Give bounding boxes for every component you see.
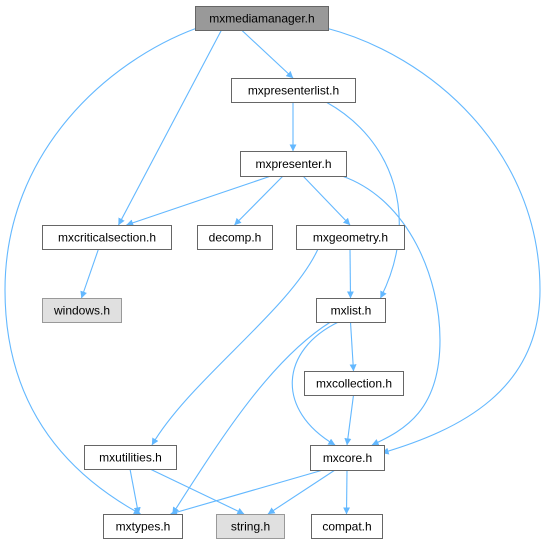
node-box: [311, 514, 383, 539]
node-label: mxpresenterlist.h: [248, 84, 339, 98]
node-box: [316, 298, 386, 323]
node-mxcollection[interactable]: mxcollection.h: [304, 371, 404, 396]
edge-line: [344, 394, 355, 446]
node-box: [103, 514, 183, 539]
node-box: [197, 225, 273, 250]
node-box: [304, 371, 404, 396]
node-box: [231, 78, 356, 103]
node-mxgeometry[interactable]: mxgeometry.h: [296, 225, 405, 250]
node-label: compat.h: [322, 520, 371, 534]
node-mxlist[interactable]: mxlist.h: [316, 298, 386, 323]
edge-line: [241, 29, 294, 79]
edge-line: [341, 175, 441, 446]
edge-line: [118, 29, 222, 226]
node-mxcriticalsection[interactable]: mxcriticalsection.h: [42, 225, 172, 250]
edge-mxpresenter-to-mxcriticalsection: [126, 175, 272, 227]
edge-mxpresenter-to-decomp: [234, 175, 284, 226]
node-mxpresenterlist[interactable]: mxpresenterlist.h: [231, 78, 356, 103]
edge-line: [325, 27, 541, 455]
edge-line: [151, 248, 319, 446]
node-mxutilities[interactable]: mxutilities.h: [84, 445, 177, 470]
edge-mxlist-to-mxcore: [291, 321, 339, 446]
node-windows[interactable]: windows.h: [42, 298, 122, 323]
edge-mxutilities-to-string: [149, 468, 245, 515]
edge-mxcore-to-string: [267, 469, 336, 515]
node-label: mxcollection.h: [316, 377, 392, 391]
node-box: [216, 514, 285, 539]
edge-line: [343, 469, 351, 515]
node-label: decomp.h: [209, 231, 262, 245]
edge-line: [170, 469, 324, 516]
edge-mxcriticalsection-to-windows: [80, 248, 100, 299]
edge-mxmediamanager-to-mxtypes: [4, 27, 198, 515]
edge-mxutilities-to-mxtypes: [129, 468, 141, 515]
node-label: string.h: [231, 520, 270, 534]
edge-line: [267, 469, 336, 515]
node-label: mxutilities.h: [99, 451, 162, 465]
edge-line: [149, 468, 245, 515]
node-box: [195, 6, 329, 31]
node-label: mxgeometry.h: [313, 231, 388, 245]
node-box: [84, 445, 177, 470]
node-box: [296, 225, 405, 250]
edge-line: [4, 27, 198, 515]
edge-mxgeometry-to-mxutilities: [151, 248, 319, 446]
node-box: [42, 298, 122, 323]
node-label: mxcriticalsection.h: [58, 231, 156, 245]
edge-mxpresenterlist-to-mxlist: [325, 101, 400, 299]
node-decomp[interactable]: decomp.h: [197, 225, 273, 250]
node-label: mxcore.h: [323, 451, 372, 465]
node-mxpresenter[interactable]: mxpresenter.h: [240, 151, 347, 177]
node-box: [42, 225, 172, 250]
node-label: mxtypes.h: [116, 520, 171, 534]
edge-mxcore-to-compat: [343, 469, 351, 515]
edge-line: [129, 468, 141, 515]
node-label: mxmediamanager.h: [209, 12, 314, 26]
node-label: mxpresenter.h: [255, 157, 331, 171]
edge-mxmediamanager-to-mxpresenterlist: [241, 29, 294, 79]
node-mxcore[interactable]: mxcore.h: [310, 445, 385, 471]
edge-line: [346, 248, 354, 299]
edge-mxcore-to-mxtypes: [170, 469, 324, 516]
edge-mxcollection-to-mxcore: [344, 394, 355, 446]
node-box: [240, 151, 347, 177]
node-compat[interactable]: compat.h: [311, 514, 383, 539]
nodes-layer: mxmediamanager.h mxpresenterlist.h mxprese…: [42, 6, 405, 539]
node-mxmediamanager[interactable]: mxmediamanager.h: [195, 6, 329, 31]
node-label: windows.h: [53, 304, 110, 318]
edge-mxmediamanager-to-mxcriticalsection: [118, 29, 222, 226]
node-string[interactable]: string.h: [216, 514, 285, 539]
edge-line: [234, 175, 284, 226]
edge-line: [172, 321, 331, 515]
node-label: mxlist.h: [331, 304, 372, 318]
edge-line: [80, 248, 100, 299]
edge-line: [126, 175, 272, 227]
edge-mxgeometry-to-mxlist: [346, 248, 354, 299]
edge-mxpresenter-to-mxgeometry: [302, 175, 351, 226]
node-mxtypes[interactable]: mxtypes.h: [103, 514, 183, 539]
node-box: [310, 445, 385, 471]
edge-line: [325, 101, 400, 299]
edge-mxlist-to-mxtypes: [172, 321, 331, 515]
edge-line: [349, 321, 357, 372]
edge-line: [291, 321, 339, 446]
edges-layer: [4, 27, 541, 516]
edge-mxlist-to-mxcollection: [349, 321, 357, 372]
edge-line: [302, 175, 351, 226]
edge-mxpresenter-to-mxcore: [341, 175, 441, 446]
edge-mxmediamanager-to-mxcore: [325, 27, 541, 455]
